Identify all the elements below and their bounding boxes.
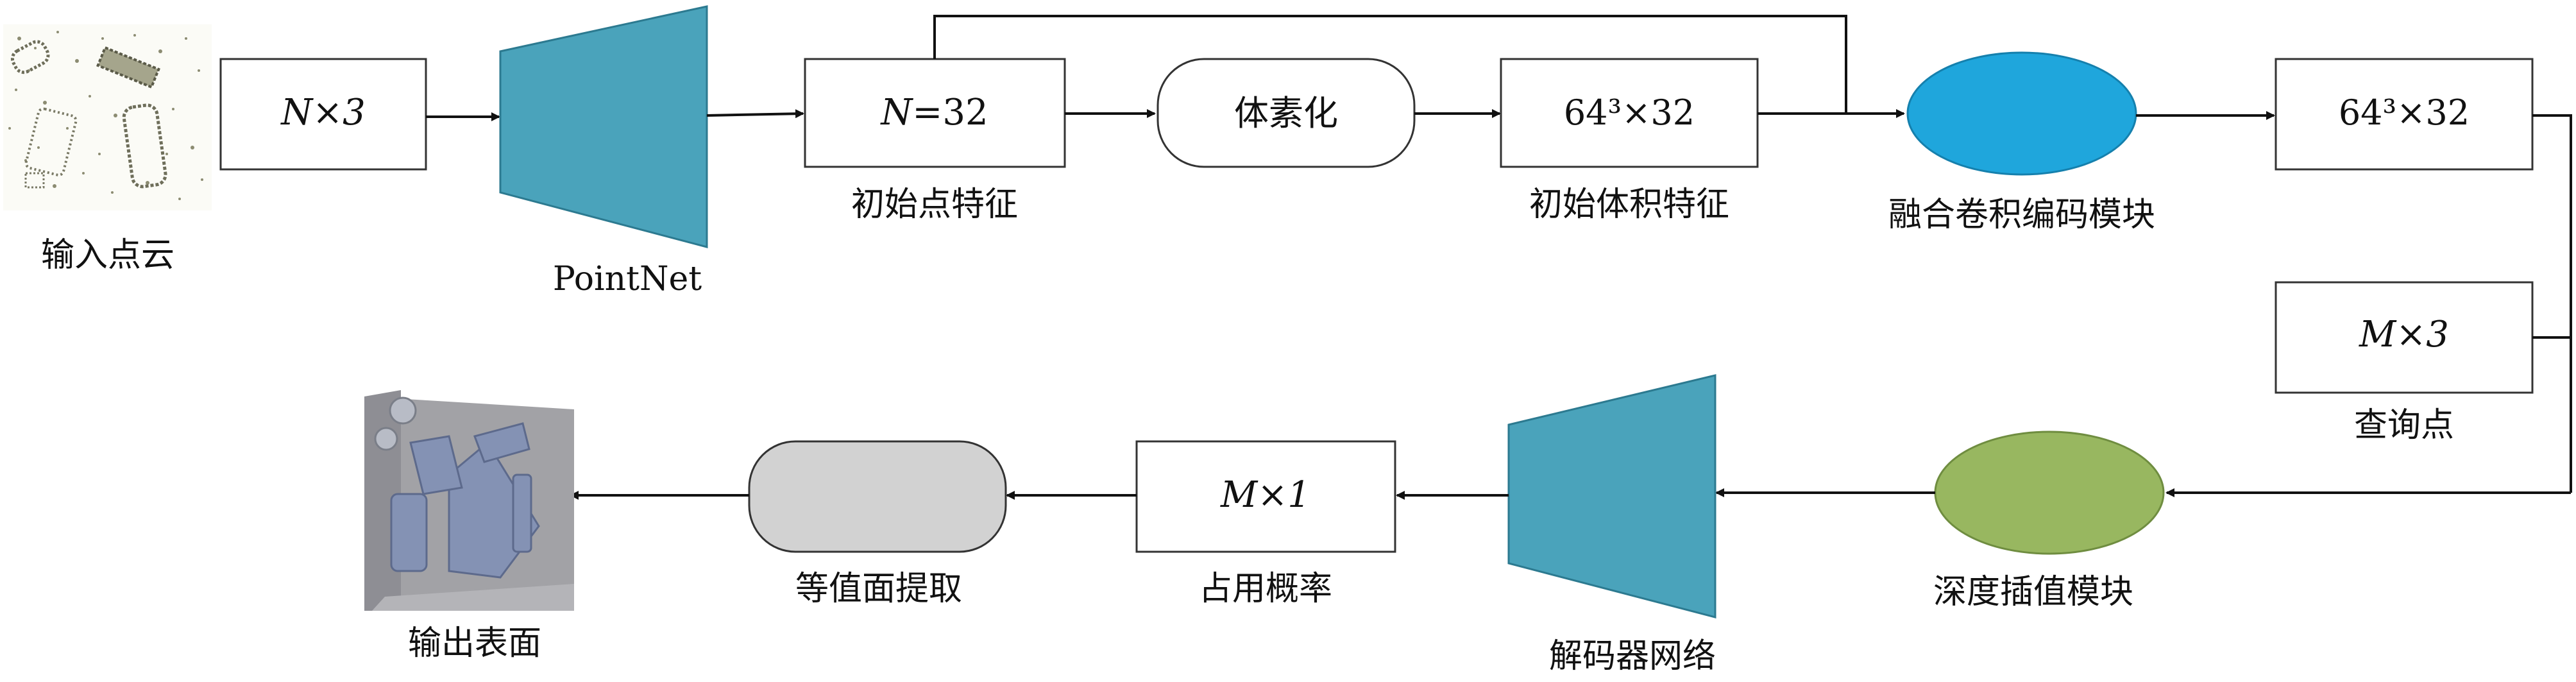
m3-label: M×3 (2359, 314, 2449, 355)
query-points-label: 查询点 (2354, 406, 2454, 445)
decoder-label: 解码器网络 (1549, 637, 1716, 676)
right-side-connector (2532, 114, 2572, 493)
n32-box (804, 58, 1066, 168)
arrow-pointnet-to-n32 (706, 109, 804, 119)
isosurface-label: 等值面提取 (795, 570, 962, 608)
n3-label: N×3 (280, 92, 366, 133)
volume-feature-box-b (2275, 58, 2534, 171)
occupancy-label: 占用概率 (1199, 570, 1332, 608)
output-surface-label: 输出表面 (408, 624, 541, 663)
initial-volume-feature-label: 初始体积特征 (1529, 185, 1729, 224)
volume-feature-b-label: 64³×32 (2339, 92, 2470, 133)
volume-feature-box-a (1500, 58, 1759, 168)
fusion-conv-encoder-label: 融合卷积编码模块 (1888, 196, 2155, 234)
fusion-conv-encoder-ellipse (1906, 51, 2137, 176)
isosurface-box (748, 440, 1007, 553)
output-surface-image (364, 390, 574, 611)
pointnet-block (499, 5, 708, 248)
pointnet-label: PointNet (553, 260, 702, 298)
m1-box (1135, 440, 1396, 553)
initial-point-feature-label: 初始点特征 (851, 185, 1018, 224)
input-point-cloud-label: 输入点云 (41, 236, 174, 275)
depth-interp-ellipse (1934, 431, 2165, 555)
voxelize-label: 体素化 (1234, 93, 1338, 133)
skip-connection-line (933, 15, 1847, 114)
volume-feature-a-label: 64³×32 (1564, 92, 1695, 133)
m1-label: M×1 (1220, 474, 1310, 516)
n32-label: N=32 (879, 92, 988, 133)
decoder-block (1507, 374, 1716, 618)
input-point-cloud-image (3, 24, 212, 210)
depth-interp-label: 深度插值模块 (1933, 573, 2133, 611)
n3-box (219, 58, 427, 171)
